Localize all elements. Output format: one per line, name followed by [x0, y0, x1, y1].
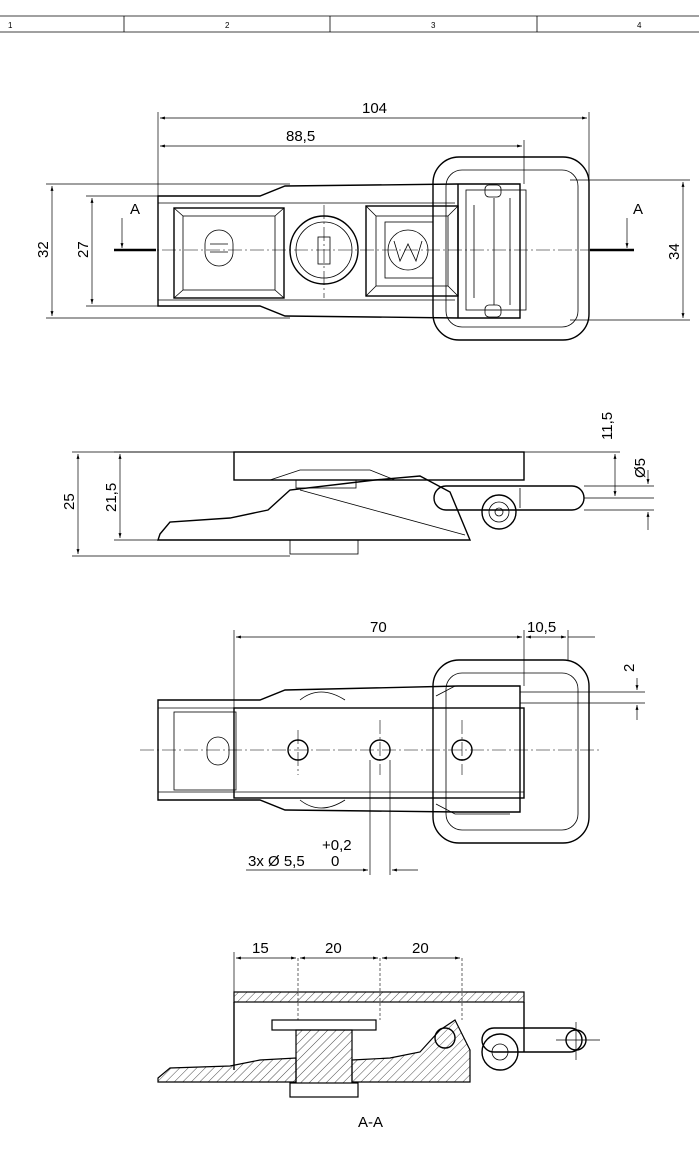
zone-label-4: 4 — [637, 21, 642, 30]
dim-first-spacing: 15 — [252, 940, 269, 957]
dim-length-to-hinge: 88,5 — [286, 128, 315, 145]
dim-inner-height: 21,5 — [103, 483, 120, 512]
dim-height-right: 34 — [666, 243, 683, 260]
dim-hole-spacing-total: 70 — [370, 619, 387, 636]
section-mark-right: A — [633, 201, 643, 218]
drawing-border: 1 2 3 4 — [0, 15, 699, 33]
dim-height-inner: 27 — [75, 241, 92, 258]
zone-label-2: 2 — [225, 21, 230, 30]
dim-tolerance-lower: 0 — [331, 853, 339, 870]
dim-second-spacing: 20 — [325, 940, 342, 957]
dim-hole-dia: Ø5 — [632, 458, 649, 478]
zone-label-3: 3 — [431, 21, 436, 30]
zone-label-1: 1 — [8, 21, 13, 30]
section-mark-left: A — [130, 201, 140, 218]
side-view: 25 21,5 11,5 Ø5 — [61, 412, 654, 557]
dim-gap: 2 — [621, 664, 638, 672]
dim-overall-length: 104 — [362, 100, 387, 117]
top-view: A A 104 88,5 32 27 34 — [35, 100, 690, 341]
bottom-view: 70 10,5 2 +0,2 3x Ø 5,5 0 — [140, 619, 645, 875]
dim-hole-offset: 11,5 — [599, 412, 616, 440]
dim-hole-callout: 3x Ø 5,5 — [248, 853, 305, 870]
section-view: 15 20 20 A-A — [157, 940, 600, 1131]
dim-hinge-offset: 10,5 — [527, 619, 556, 636]
section-label: A-A — [358, 1114, 383, 1131]
dim-total-height: 25 — [61, 493, 78, 510]
dim-height-outer: 32 — [35, 241, 52, 258]
dim-tolerance-upper: +0,2 — [322, 837, 352, 854]
dim-third-spacing: 20 — [412, 940, 429, 957]
